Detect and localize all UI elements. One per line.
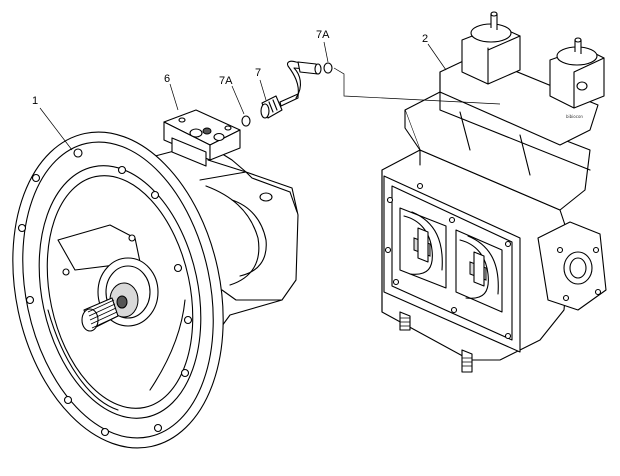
plate-marking: bibiocon xyxy=(566,114,583,119)
pump-assembly-part-1 xyxy=(12,131,299,449)
callout-7a-top: 7A xyxy=(316,29,330,41)
flange-bolt-holes xyxy=(17,148,193,437)
tube-fitting-part-7 xyxy=(260,60,322,119)
leader-lines xyxy=(39,41,501,151)
callout-labels: 1 6 7A 7 7A 2 xyxy=(32,29,428,107)
callout-6: 6 xyxy=(164,73,170,85)
drive-shaft-spline xyxy=(81,257,159,332)
callout-7a-left: 7A xyxy=(219,75,233,87)
regulator-housing-part-2: bibiocon xyxy=(381,11,607,373)
callout-2: 2 xyxy=(422,33,428,45)
callout-1: 1 xyxy=(32,95,38,107)
o-ring-7a-top xyxy=(323,62,333,74)
o-ring-7a-left xyxy=(241,115,251,127)
callout-7: 7 xyxy=(255,67,261,79)
solenoid-block-part-6 xyxy=(163,109,241,167)
